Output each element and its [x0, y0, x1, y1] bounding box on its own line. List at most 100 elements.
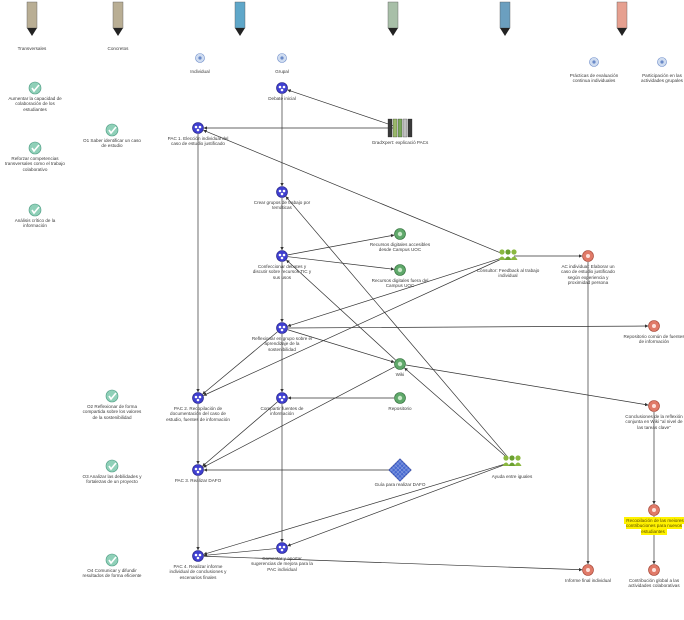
- check-icon[interactable]: [105, 123, 119, 137]
- column-marker-icon: [657, 57, 667, 67]
- connector-line: [203, 366, 395, 468]
- grid-icon[interactable]: [388, 458, 412, 482]
- node-label: Wiki: [395, 372, 405, 377]
- eval-icon[interactable]: [648, 504, 660, 516]
- res-icon[interactable]: [394, 264, 406, 276]
- node-label: Ayuda entre iguales: [491, 474, 533, 479]
- column-marker-icon: [589, 57, 599, 67]
- column-header-banner: [112, 1, 124, 36]
- connector-line: [287, 257, 503, 327]
- node-label: Repositorio: [388, 406, 412, 411]
- books-icon[interactable]: [387, 118, 413, 138]
- check-icon[interactable]: [28, 81, 42, 95]
- node-label: Comentar y aportar sugerencias de mejora…: [251, 556, 313, 572]
- node-label: Recursos digitales fuera del Campus UOC: [371, 278, 429, 289]
- node-label: PAC 2. Recopilación de documentación del…: [166, 406, 230, 422]
- connector-line: [203, 555, 583, 572]
- node-label: Recursos digitales accesibles desde Camp…: [369, 242, 431, 253]
- node-label: Confeccionar debates y discutir sobre re…: [252, 264, 312, 280]
- column-header-banner: [234, 1, 246, 36]
- column-header-label: Individual: [190, 69, 210, 74]
- node-label: GradXpert: explicació PACs: [371, 140, 429, 145]
- res-icon[interactable]: [394, 392, 406, 404]
- connector-line: [287, 233, 395, 256]
- column-header-label: Prácticas de evaluación continua individ…: [569, 73, 619, 84]
- act-icon[interactable]: [276, 82, 288, 94]
- eval-icon[interactable]: [648, 400, 660, 412]
- act-icon[interactable]: [192, 122, 204, 134]
- people-icon[interactable]: [502, 455, 522, 466]
- connector-line: [203, 463, 507, 556]
- column-header-banner: [387, 1, 399, 36]
- connector-line: [404, 367, 508, 459]
- connector-line: [203, 548, 277, 557]
- people-icon[interactable]: [498, 249, 518, 260]
- act-icon[interactable]: [192, 392, 204, 404]
- check-icon[interactable]: [105, 553, 119, 567]
- column-header-label: Participación en las actividades grupale…: [641, 73, 683, 84]
- highlighted-label: Recopilación de las mejores contribucion…: [624, 517, 684, 535]
- node-label: PAC 3. Realizar DAFO: [174, 478, 222, 483]
- node-label: Informe final individual: [565, 578, 611, 583]
- eval-icon[interactable]: [648, 564, 660, 576]
- column-header-label: Grupal: [275, 69, 289, 74]
- check-icon[interactable]: [28, 203, 42, 217]
- connector-line: [287, 89, 395, 127]
- node-label: Reforzar competencias transversales como…: [4, 156, 65, 172]
- eval-icon[interactable]: [648, 320, 660, 332]
- column-header-banner: [499, 1, 511, 36]
- check-icon[interactable]: [105, 389, 119, 403]
- node-label: Consultor: Feedback al trabajo individua…: [476, 268, 540, 279]
- column-marker-icon: [195, 53, 205, 63]
- connector-line: [286, 259, 396, 361]
- act-icon[interactable]: [192, 464, 204, 476]
- eval-icon[interactable]: [582, 250, 594, 262]
- node-label: Guía para realizar DAFO: [374, 482, 426, 487]
- act-icon[interactable]: [276, 542, 288, 554]
- connector-line: [287, 329, 395, 364]
- act-icon[interactable]: [192, 550, 204, 562]
- check-icon[interactable]: [28, 141, 42, 155]
- check-icon[interactable]: [105, 459, 119, 473]
- column-header-banner: [616, 1, 628, 36]
- node-label: Análisis crítico de la información: [14, 218, 56, 229]
- res-icon[interactable]: [394, 358, 406, 370]
- connector-line: [203, 129, 503, 255]
- connector-line: [202, 401, 278, 467]
- connector-line: [285, 196, 509, 458]
- node-label: Recopilación de las mejores contribucion…: [622, 517, 684, 535]
- node-label: Aumentar la capacidad de colaboración de…: [8, 96, 62, 112]
- act-icon[interactable]: [276, 186, 288, 198]
- connector-line: [287, 256, 395, 271]
- node-label: Contribución global a las actividades co…: [628, 578, 680, 589]
- act-icon[interactable]: [276, 392, 288, 404]
- res-icon[interactable]: [394, 228, 406, 240]
- act-icon[interactable]: [276, 250, 288, 262]
- node-label: O2 Reflexionar de forma compartida sobre…: [82, 404, 142, 420]
- node-label: O1 Saber identificar un caso de estudio: [83, 138, 141, 149]
- node-label: AC individual: Elaborar un caso de estud…: [561, 264, 615, 286]
- node-label: Compartir fuentes de información: [260, 406, 304, 417]
- node-label: PAC 1. Elección individual del caso de e…: [167, 136, 229, 147]
- eval-icon[interactable]: [582, 564, 594, 576]
- node-label: Repositorio común de fuentes de informac…: [623, 334, 684, 345]
- connector-line: [203, 258, 503, 396]
- column-header-label: Concretos: [107, 46, 129, 51]
- node-label: PAC 4. Realizar informe individual de co…: [169, 564, 227, 580]
- node-label: Debate inicial: [268, 96, 296, 101]
- node-label: Reflexionar en grupo sobre el aprendizaj…: [251, 336, 313, 352]
- node-label: Conclusiones de la reflexión conjunta en…: [625, 414, 683, 430]
- act-icon[interactable]: [276, 322, 288, 334]
- column-header-banner: [26, 1, 38, 36]
- connector-line: [405, 364, 649, 407]
- connector-line: [287, 324, 649, 329]
- node-label: Crear grupos de trabajo por temáticas: [253, 200, 311, 211]
- column-header-label: Transversales: [17, 46, 47, 51]
- column-marker-icon: [277, 53, 287, 63]
- connector-line: [202, 331, 278, 395]
- connector-line: [287, 463, 507, 547]
- node-label: O4 Comunicar y difundir resultados de fo…: [82, 568, 142, 579]
- node-label: O3 Analizar las debilidades y fortalezas…: [82, 474, 142, 485]
